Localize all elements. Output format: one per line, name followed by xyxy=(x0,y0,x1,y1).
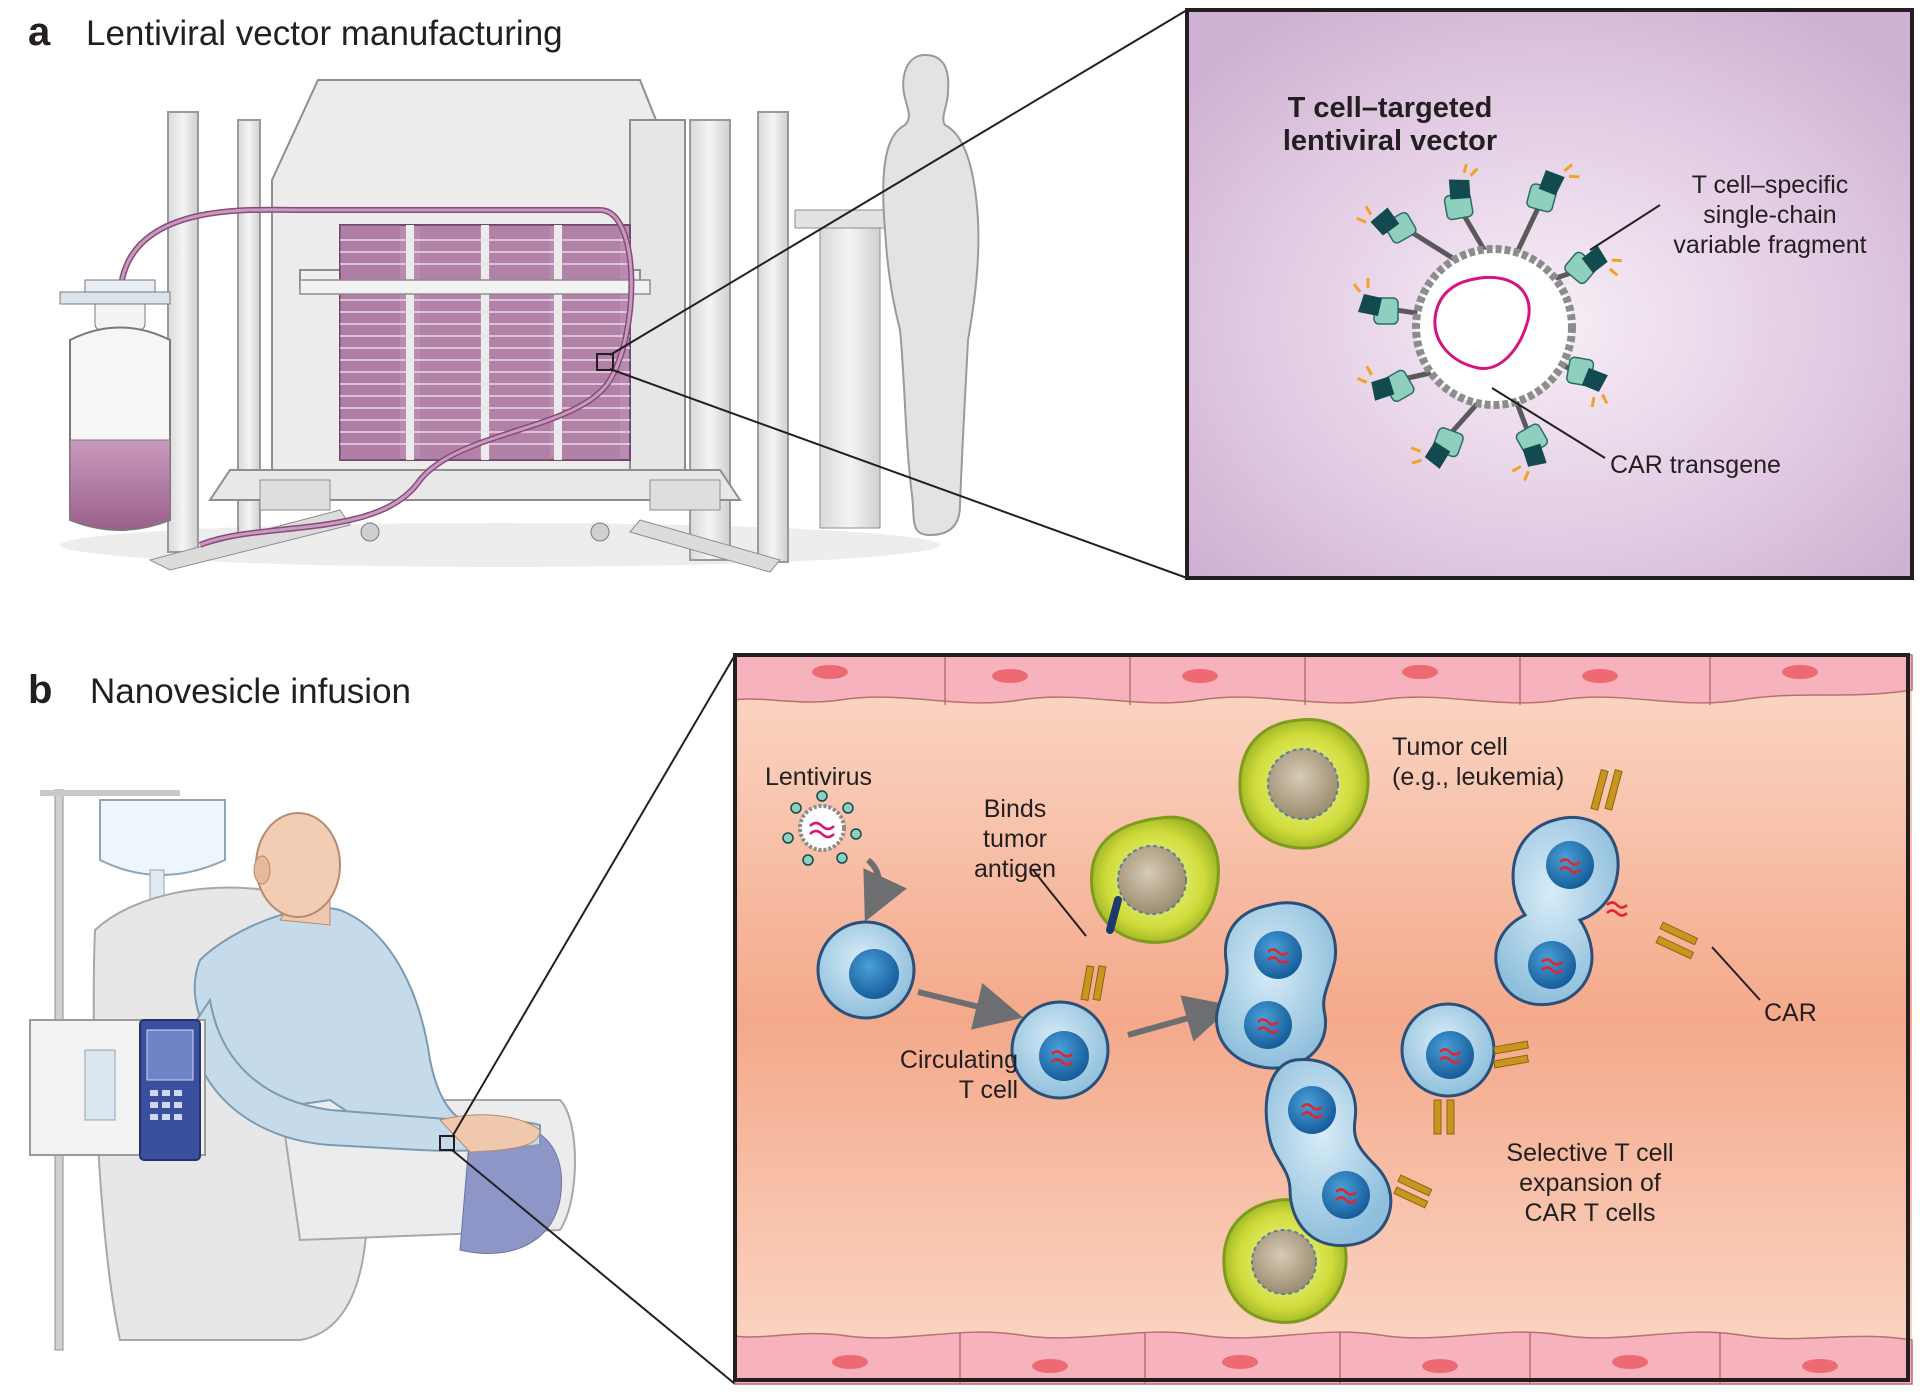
infusion-illustration xyxy=(29,789,576,1351)
panel-a-letter: a xyxy=(28,10,51,54)
car-t-cell-dividing-bottom xyxy=(1264,1057,1433,1248)
scfv-label: T cell–specific single-chain variable fr… xyxy=(1640,170,1900,260)
tumor-cell-top xyxy=(1238,717,1370,850)
lentiviral-vector-particle xyxy=(1352,163,1622,482)
tumor-cell-bound xyxy=(1090,815,1220,944)
endothelial-nuclei-bottom xyxy=(832,1355,1838,1373)
car-label: CAR xyxy=(1764,999,1817,1027)
scfv-label-line1: T cell–specific xyxy=(1691,171,1849,199)
circ-label-line2: T cell xyxy=(958,1076,1018,1104)
vector-title: T cell–targeted lentiviral vector xyxy=(1250,92,1530,158)
scfv-heads xyxy=(1352,163,1622,482)
car-t-cell-dividing-right xyxy=(1494,769,1699,1007)
vector-title-line2: lentiviral vector xyxy=(1282,125,1498,157)
car-t-cell-binding xyxy=(1010,896,1122,1100)
cell-factory-stack xyxy=(299,224,651,461)
sel-label-line1: Selective T cell xyxy=(1506,1139,1674,1167)
zoom-marker-b xyxy=(439,1135,455,1151)
endothelial-nuclei-top xyxy=(812,665,1818,683)
circ-label-line1: Circulating xyxy=(899,1046,1018,1074)
media-bottle xyxy=(59,279,171,531)
t-cell-circulating-naive xyxy=(816,920,916,1020)
operator-silhouette xyxy=(882,53,980,537)
car-t-cell-dividing-center xyxy=(1215,901,1338,1070)
car-transgene-rna xyxy=(1433,275,1531,370)
vector-title-line1: T cell–targeted xyxy=(1287,92,1493,124)
vessel-inset-border xyxy=(733,653,1910,1382)
car-transgene-label: CAR transgene xyxy=(1610,451,1781,479)
tumor-label-line1: Tumor cell xyxy=(1392,733,1508,761)
zoom-marker-a xyxy=(596,353,614,371)
bioreactor-illustration xyxy=(59,53,980,573)
selective-expansion-label: Selective T cell expansion of CAR T cell… xyxy=(1490,1138,1690,1228)
scfv-label-line3: variable fragment xyxy=(1673,231,1867,259)
circulating-tcell-label: Circulating T cell xyxy=(858,1045,1018,1105)
panel-b-letter: b xyxy=(28,668,53,712)
lentivirus-small xyxy=(782,790,907,922)
panel-b-title: Nanovesicle infusion xyxy=(90,672,412,711)
sel-label-line2: expansion of xyxy=(1519,1169,1661,1197)
car-t-cell-single xyxy=(1400,1002,1530,1135)
panel-a-title: Lentiviral vector manufacturing xyxy=(86,14,563,53)
lentivirus-label: Lentivirus xyxy=(765,763,872,791)
binds-label-line3: antigen xyxy=(973,855,1057,883)
binds-label-line2: tumor xyxy=(983,825,1047,853)
sel-label-line3: CAR T cells xyxy=(1524,1199,1656,1227)
tumor-cell-label: Tumor cell (e.g., leukemia) xyxy=(1392,732,1564,792)
tumor-label-line2: (e.g., leukemia) xyxy=(1392,763,1565,791)
binds-antigen-label: Binds tumor antigen xyxy=(960,794,1070,884)
binds-label-line1: Binds xyxy=(983,795,1047,823)
scfv-label-line2: single-chain xyxy=(1703,201,1837,229)
car-receptor xyxy=(1080,965,1107,1002)
